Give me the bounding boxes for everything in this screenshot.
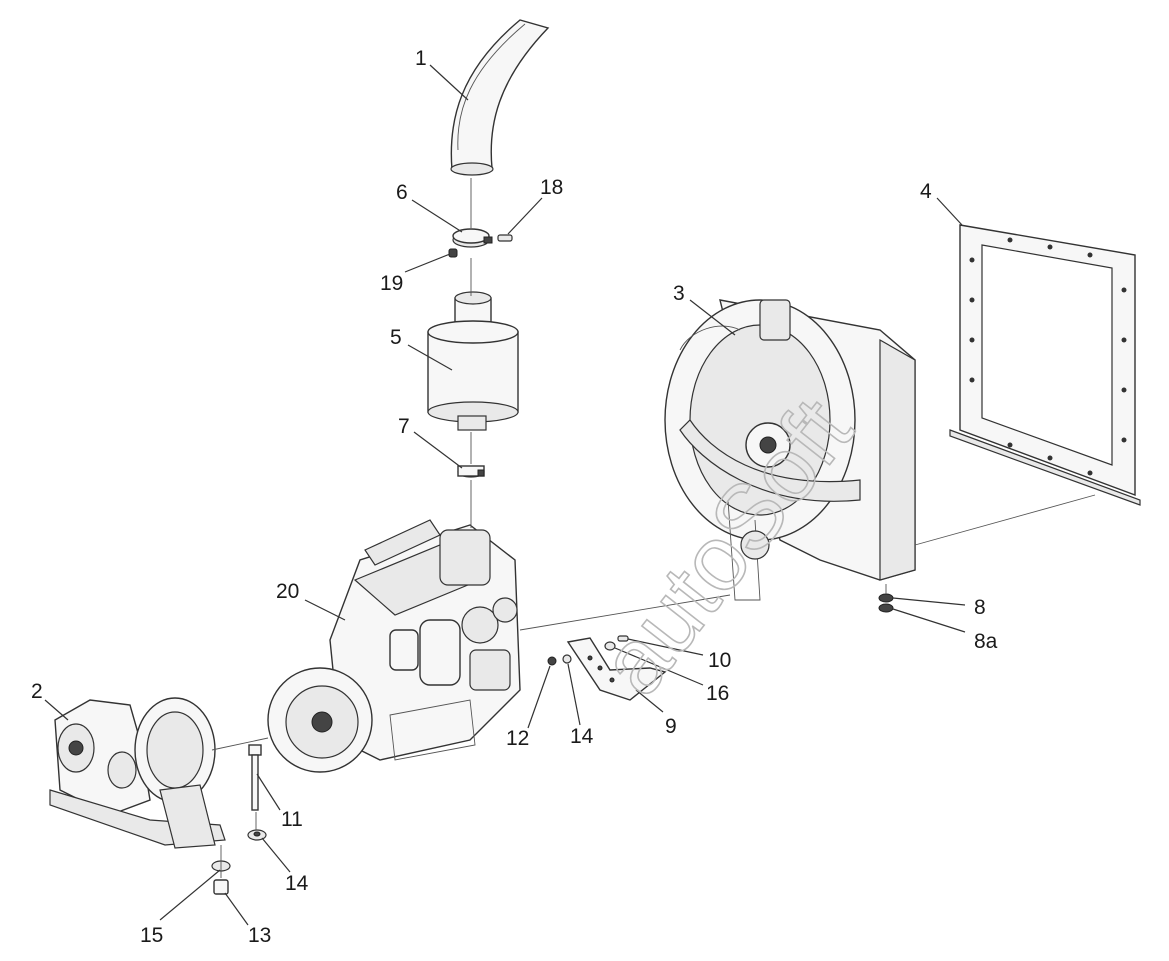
radiator-fan-assembly [664, 299, 916, 601]
bracket-washer-2 [562, 654, 572, 664]
part-label-9: 9 [665, 715, 677, 738]
part-label-18: 18 [540, 176, 563, 199]
hose-clamp-upper [452, 228, 493, 248]
radiator-washer [878, 603, 894, 613]
assembly-lines [211, 178, 1096, 878]
part-label-6: 6 [396, 181, 408, 204]
mounting-bolt [248, 744, 262, 811]
part-label-19: 19 [380, 272, 403, 295]
part-label-11: 11 [281, 808, 303, 831]
washer-lower-left [247, 829, 267, 841]
gearbox-housing [49, 697, 226, 849]
part-label-16: 16 [706, 682, 729, 705]
part-label-5: 5 [390, 326, 402, 349]
engine-bracket [566, 637, 667, 701]
part-label-13: 13 [248, 924, 271, 947]
radiator-nut [878, 593, 894, 603]
part-label-7: 7 [398, 415, 410, 438]
clamp-nut [448, 248, 458, 258]
nut-bottom [213, 879, 229, 895]
part-label-3: 3 [673, 282, 685, 305]
bracket-bolt [617, 635, 629, 642]
part-label-14-left: 14 [285, 872, 309, 895]
air-filter [427, 291, 519, 431]
intake-elbow-pipe [450, 19, 550, 176]
part-label-14-right: 14 [570, 725, 594, 748]
part-label-15: 15 [140, 924, 163, 947]
part-labels: 1 6 18 19 5 7 20 2 3 4 8 8a 10 16 9 12 1… [31, 47, 998, 947]
radiator-frame [949, 224, 1141, 506]
hose-clamp-lower [457, 465, 485, 478]
bracket-washer [604, 641, 616, 651]
part-label-2: 2 [31, 680, 43, 703]
engine-assembly [267, 519, 521, 773]
part-label-1: 1 [415, 47, 427, 70]
part-label-20: 20 [276, 580, 299, 603]
part-label-4: 4 [920, 180, 932, 203]
leader-lines [44, 64, 966, 926]
part-label-8a: 8a [974, 630, 998, 653]
part-label-8: 8 [974, 596, 986, 619]
part-label-12: 12 [506, 727, 529, 750]
clamp-bolt [497, 234, 513, 242]
bracket-nut [547, 656, 557, 666]
part-label-10: 10 [708, 649, 731, 672]
